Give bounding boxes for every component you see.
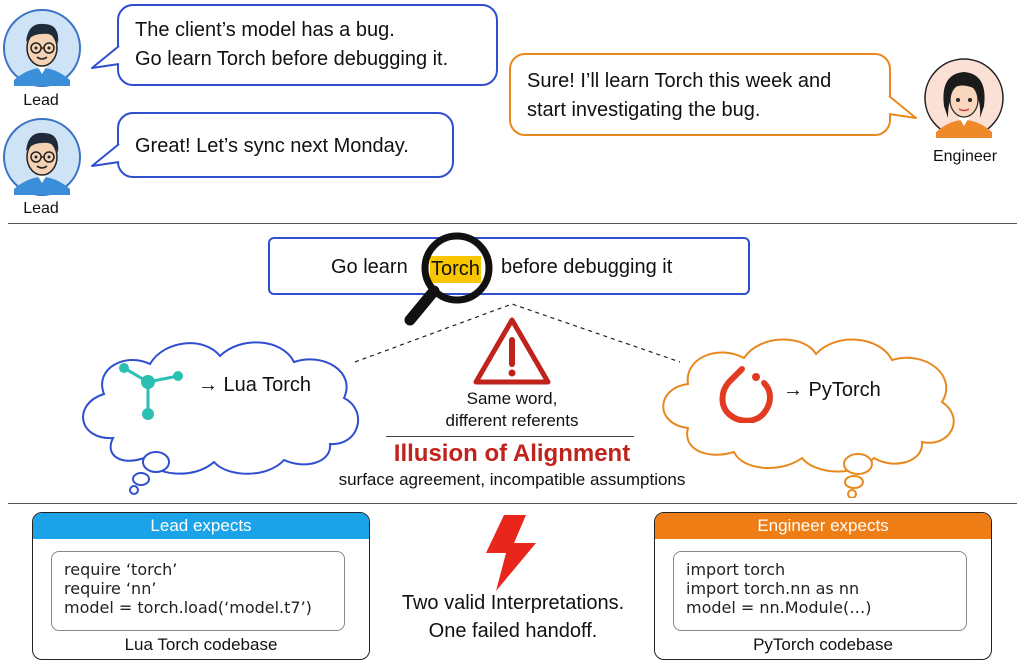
lead-codebase-label: Lua Torch codebase xyxy=(124,635,278,654)
lead-expects-header: Lead expects xyxy=(33,513,369,539)
lead-speech-bubble-1: The client’s model has a bug. Go learn T… xyxy=(117,4,498,86)
engineer-bubble-tail xyxy=(886,95,917,119)
warning-triangle-icon xyxy=(473,317,551,385)
engineer-message: Sure! I’ll learn Torch this week and sta… xyxy=(527,70,832,121)
lead-message-1: The client’s model has a bug. Go learn T… xyxy=(135,19,449,70)
lead-message-2: Great! Let’s sync next Monday. xyxy=(135,135,409,157)
conclusion-line-2: One failed handoff. xyxy=(428,620,598,642)
engineer-expects-card: Engineer expects import torch import tor… xyxy=(654,512,992,660)
engineer-label: Engineer xyxy=(932,148,998,165)
conclusion-line-1: Two valid Interpretations. xyxy=(401,592,625,614)
lead-speech-bubble-2: Great! Let’s sync next Monday. xyxy=(117,112,454,178)
divider-top xyxy=(8,223,1017,224)
magnifying-glass-icon xyxy=(404,232,493,326)
warning-line-1: Same word, xyxy=(466,389,558,408)
engineer-speech-bubble: Sure! I’ll learn Torch this week and sta… xyxy=(509,53,891,136)
torch-network-icon xyxy=(119,363,183,420)
phrase-before: Go learn xyxy=(331,256,408,278)
illusion-underline xyxy=(386,436,634,437)
lead-label-2: Lead xyxy=(23,200,59,217)
engineer-code-snippet: import torch import torch.nn as nn model… xyxy=(673,551,967,631)
lead-avatar-1 xyxy=(3,9,81,87)
lead-bubble-tail-1 xyxy=(91,45,122,69)
pytorch-label: → PyTorch xyxy=(783,379,881,401)
torch-phrase-box: Go learn Torch before debugging it xyxy=(268,237,750,295)
warning-line-2: different referents xyxy=(445,411,579,430)
lead-code-snippet: require ‘torch’ require ‘nn’ model = tor… xyxy=(51,551,345,631)
phrase-keyword-highlight: Torch xyxy=(430,256,481,283)
illusion-title: Illusion of Alignment xyxy=(393,440,631,467)
divider-bottom xyxy=(8,503,1017,504)
lua-torch-label: → Lua Torch xyxy=(198,374,312,396)
lead-expects-card: Lead expects require ‘torch’ require ‘nn… xyxy=(32,512,370,660)
lightning-bolt-icon xyxy=(486,515,536,591)
phrase-after: before debugging it xyxy=(501,256,673,278)
lua-torch-thought-cloud xyxy=(82,341,360,495)
lead-label-1: Lead xyxy=(23,92,59,109)
illusion-subtitle: surface agreement, incompatible assumpti… xyxy=(338,470,686,489)
lead-avatar-2 xyxy=(3,118,81,196)
engineer-codebase-label: PyTorch codebase xyxy=(753,635,893,654)
pytorch-logo-icon xyxy=(719,366,773,423)
engineer-expects-header: Engineer expects xyxy=(655,513,991,539)
lead-bubble-tail-2 xyxy=(91,143,122,167)
engineer-avatar xyxy=(924,58,1004,138)
